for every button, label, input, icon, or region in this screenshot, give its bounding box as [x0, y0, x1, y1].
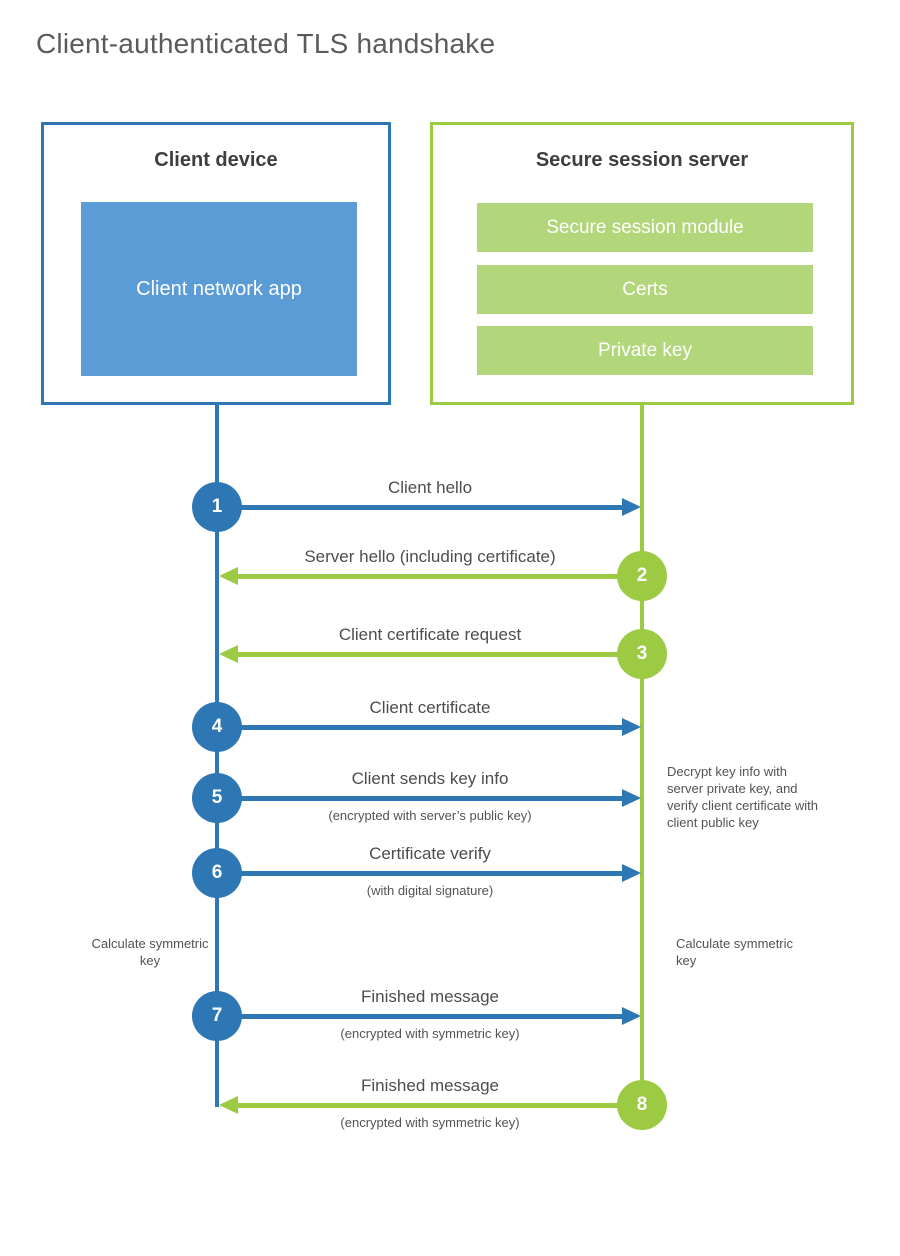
message-sublabel: (encrypted with symmetric key) — [340, 1115, 520, 1130]
message-label: Server hello (including certificate) — [304, 547, 556, 566]
arrowhead-right-icon — [622, 498, 641, 516]
step-circle-1: 1 — [192, 482, 242, 532]
client-device-box: Client device Client network app — [41, 122, 391, 405]
page-title: Client-authenticated TLS handshake — [36, 28, 496, 59]
message-sublabel: (encrypted with server’s public key) — [328, 808, 532, 823]
arrowhead-left-icon — [219, 645, 238, 663]
message-arrow-line — [238, 574, 626, 579]
step-circle-2: 2 — [617, 551, 667, 601]
message-arrow-line — [235, 796, 622, 801]
message-arrow-line — [238, 652, 626, 657]
arrowhead-right-icon — [622, 718, 641, 736]
message-label: Client hello — [387, 478, 473, 497]
calculate-symmetric-key-note-server: Calculate symmetric key — [676, 936, 794, 968]
client-network-app-label: Client network app — [136, 277, 302, 300]
message-label: Finished message — [361, 987, 499, 1006]
arrowhead-left-icon — [219, 1096, 238, 1114]
message-sublabel: (with digital signature) — [366, 883, 494, 898]
server-module-certs: Certs — [477, 265, 813, 314]
message-label: Finished message — [361, 1076, 499, 1095]
server-module-label: Secure session module — [546, 216, 744, 238]
step-circle-7: 7 — [192, 991, 242, 1041]
decrypt-key-note: Decrypt key info with server private key… — [667, 764, 818, 830]
message-label: Client certificate request — [338, 625, 522, 644]
arrowhead-right-icon — [622, 789, 641, 807]
step-circle-3: 3 — [617, 629, 667, 679]
message-sublabel: (encrypted with symmetric key) — [340, 1026, 520, 1041]
message-arrow-line — [235, 725, 622, 730]
server-module-secure-session: Secure session module — [477, 203, 813, 252]
secure-session-server-box: Secure session server Secure session mod… — [430, 122, 854, 405]
server-module-label: Private key — [598, 339, 692, 361]
arrowhead-left-icon — [219, 567, 238, 585]
calculate-symmetric-key-note-client: Calculate symmetric key — [91, 936, 209, 968]
client-lifeline — [215, 405, 219, 1107]
message-arrow-line — [235, 871, 622, 876]
arrowhead-right-icon — [622, 1007, 641, 1025]
server-module-label: Certs — [622, 278, 668, 300]
message-label: Client certificate — [369, 698, 491, 717]
client-device-title: Client device — [154, 149, 278, 171]
step-circle-6: 6 — [192, 848, 242, 898]
server-lifeline — [640, 405, 644, 1105]
message-arrow-line — [235, 1014, 622, 1019]
message-label: Client sends key info — [351, 769, 509, 788]
client-network-app-box: Client network app — [81, 202, 357, 376]
arrowhead-right-icon — [622, 864, 641, 882]
step-circle-5: 5 — [192, 773, 242, 823]
step-circle-4: 4 — [192, 702, 242, 752]
message-label: Certificate verify — [369, 844, 491, 863]
message-arrow-line — [235, 505, 622, 510]
message-arrow-line — [238, 1103, 626, 1108]
step-circle-8: 8 — [617, 1080, 667, 1130]
secure-session-server-title: Secure session server — [535, 149, 749, 171]
server-module-private-key: Private key — [477, 326, 813, 375]
